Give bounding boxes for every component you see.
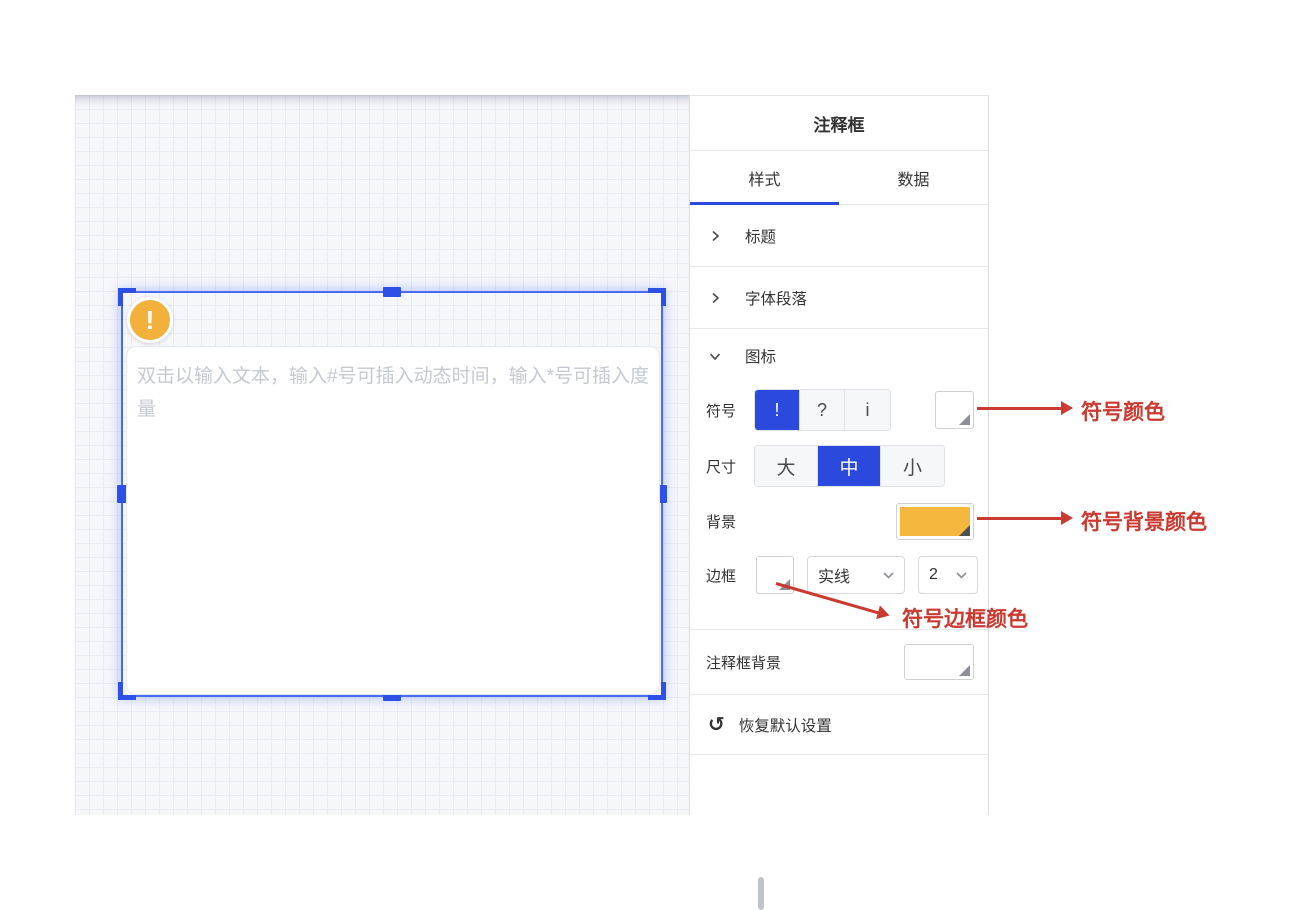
size-row: 尺寸 大 中 小 (690, 438, 988, 494)
section-header-icon[interactable]: 图标 (690, 329, 988, 382)
symbol-background-row: 背景 (690, 494, 988, 548)
size-label: 尺寸 (706, 458, 737, 476)
tab-data[interactable]: 数据 (897, 171, 930, 189)
symbol-color-swatch[interactable] (935, 391, 974, 429)
symbol-option-question[interactable]: ? (800, 390, 845, 430)
swatch-corner-triangle-icon (959, 414, 970, 425)
size-option-small[interactable]: 小 (881, 446, 944, 486)
symbol-color-arrowhead-icon (1061, 401, 1073, 415)
resize-handle-top-left[interactable] (118, 288, 136, 306)
chevron-down-icon (883, 571, 894, 579)
box-background-row: 注释框背景 (690, 630, 988, 695)
chevron-down-icon (709, 350, 721, 362)
reset-label: 恢复默认设置 (738, 717, 832, 735)
symbol-background-arrowhead-icon (1061, 511, 1073, 525)
resize-handle-bottom-right[interactable] (648, 682, 666, 700)
annotation-symbol-icon[interactable]: ! (127, 297, 173, 343)
annotation-symbol-glyph: ! (145, 305, 155, 335)
symbol-option-info[interactable]: i (845, 390, 890, 430)
panel-tabs: 样式 数据 (690, 151, 988, 205)
resize-handle-left[interactable] (117, 485, 127, 503)
section-header-title[interactable]: 标题 (690, 205, 988, 267)
border-label: 边框 (706, 567, 737, 585)
annotation-placeholder-text: 双击以输入文本，输入#号可插入动态时间，输入*号可插入度量 (137, 366, 649, 420)
annotation-box-selection[interactable]: ! 双击以输入文本，输入#号可插入动态时间，输入*号可插入度量 (117, 287, 667, 701)
canvas-vertical-scrollbar[interactable] (758, 877, 764, 910)
chevron-right-icon (709, 230, 721, 242)
annotation-text-area[interactable]: 双击以输入文本，输入#号可插入动态时间，输入*号可插入度量 (126, 346, 660, 695)
reset-defaults-button[interactable]: ↺ 恢复默认设置 (690, 695, 988, 755)
symbol-label: 符号 (706, 402, 737, 420)
size-segmented-control: 大 中 小 (754, 445, 945, 487)
tab-style[interactable]: 样式 (690, 151, 839, 205)
section-header-font-paragraph[interactable]: 字体段落 (690, 267, 988, 329)
symbol-background-callout: 符号背景颜色 (1081, 511, 1207, 534)
resize-handle-bottom[interactable] (383, 691, 401, 701)
properties-panel: 注释框 样式 数据 标题 字体段落 图标 符号 ! (689, 95, 989, 815)
symbol-color-arrow-line (977, 407, 1062, 410)
panel-title: 注释框 (690, 96, 988, 151)
swatch-corner-triangle-icon (959, 524, 970, 536)
swatch-corner-triangle-icon (959, 665, 970, 676)
symbol-background-fill (900, 506, 970, 536)
box-background-label: 注释框背景 (706, 654, 782, 672)
symbol-option-exclamation[interactable]: ! (755, 390, 800, 430)
divider (690, 629, 988, 630)
resize-handle-top-right[interactable] (648, 288, 666, 306)
symbol-border-callout: 符号边框颜色 (902, 608, 1028, 631)
resize-handle-top[interactable] (383, 287, 401, 297)
chevron-right-icon (709, 292, 721, 304)
box-background-color-swatch[interactable] (904, 644, 974, 680)
chevron-down-icon (956, 571, 967, 579)
background-label: 背景 (706, 513, 737, 531)
symbol-color-callout: 符号颜色 (1081, 401, 1165, 424)
symbol-background-arrow-line (977, 517, 1062, 520)
size-option-medium[interactable]: 中 (818, 446, 881, 486)
symbol-background-color-swatch[interactable] (896, 502, 974, 540)
reset-icon: ↺ (708, 713, 725, 736)
symbol-border-row: 边框 实线 2 (690, 548, 988, 602)
border-style-dropdown[interactable]: 实线 (807, 556, 905, 594)
resize-handle-bottom-left[interactable] (118, 682, 136, 700)
symbol-segmented-control: ! ? i (754, 389, 891, 431)
border-width-dropdown[interactable]: 2 (918, 556, 978, 594)
size-option-large[interactable]: 大 (755, 446, 818, 486)
symbol-row: 符号 ! ? i (690, 382, 988, 438)
resize-handle-right[interactable] (657, 485, 667, 503)
